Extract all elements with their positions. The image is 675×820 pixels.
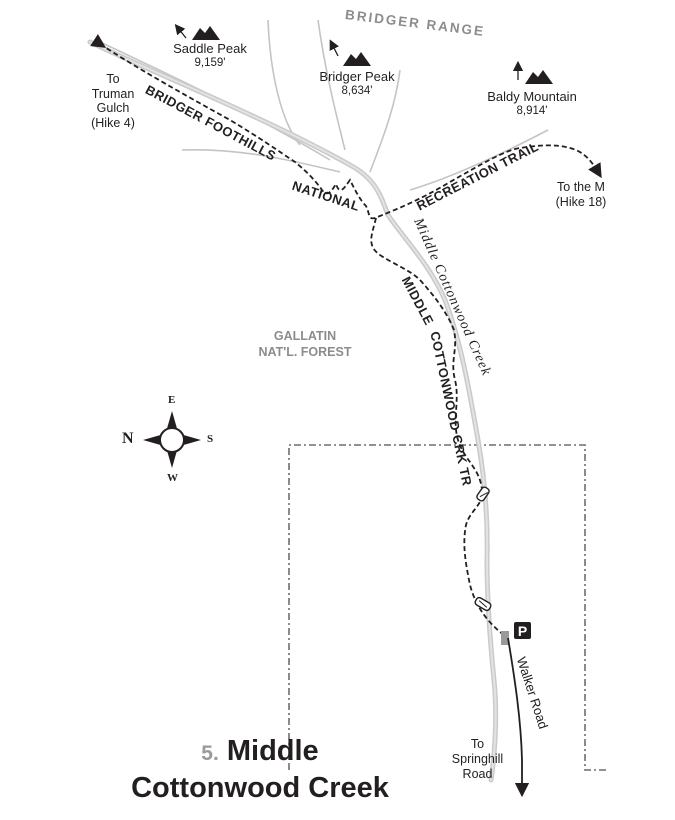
- forest-label-line: NAT'L. FOREST: [258, 345, 352, 359]
- mountain-icon: [525, 70, 553, 84]
- destination-line: (Hike 18): [555, 195, 607, 209]
- springhill-road-destination: To Springhill Road: [440, 737, 515, 782]
- baldy-mountain-label: Baldy Mountain 8,914': [472, 90, 592, 118]
- peak-direction-arrows: [174, 23, 524, 80]
- forest-boundary-line: [288, 444, 608, 771]
- compass-s-label: S: [207, 433, 214, 445]
- title-line-2: Cottonwood Creek: [131, 772, 389, 804]
- destination-line: To: [470, 737, 485, 751]
- map-title: 5. Middle Cottonwood Creek: [90, 734, 430, 805]
- title-text: Middle: [226, 735, 319, 767]
- destination-line: To the M: [557, 180, 605, 194]
- destination-line: Springhill: [451, 752, 504, 766]
- gallatin-forest-label: GALLATIN NAT'L. FOREST: [245, 328, 365, 360]
- compass-e-label: E: [168, 394, 176, 406]
- peak-elevation: 8,914': [516, 105, 548, 117]
- footbridge-icon: [474, 596, 492, 612]
- hike-number: 5.: [201, 742, 219, 765]
- forest-label-line: GALLATIN: [273, 329, 337, 343]
- walker-road: [507, 637, 530, 798]
- destination-line: (Hike 4): [91, 115, 135, 130]
- middle-cottonwood-creek-trail: [370, 217, 506, 637]
- title-line-1: 5. Middle: [90, 734, 430, 771]
- peak-elevation: 9,159': [194, 57, 226, 69]
- mountain-icon: [192, 26, 220, 40]
- mountain-icon: [343, 52, 371, 66]
- destination-line: Road: [462, 767, 493, 781]
- bridger-peak-label: Bridger Peak 8,634': [302, 70, 412, 98]
- peak-elevation: 8,634': [341, 85, 373, 97]
- destination-line: To: [106, 72, 120, 86]
- trailhead-marker: [501, 631, 509, 645]
- parking-symbol: P: [518, 623, 527, 639]
- destination-line: Gulch: [96, 101, 130, 115]
- compass-rose-icon: [143, 411, 201, 468]
- parking-icon: [514, 622, 531, 639]
- peak-name: Baldy Mountain: [487, 89, 577, 104]
- compass-n-label: N: [122, 430, 134, 447]
- middle-cottonwood-creek-stream: [87, 39, 499, 783]
- truman-gulch-destination: To Truman Gulch (Hike 4): [78, 72, 148, 130]
- compass-w-label: W: [167, 472, 178, 484]
- destination-line: Truman: [91, 86, 135, 101]
- footbridge-icon: [476, 486, 490, 502]
- peak-name: Saddle Peak: [173, 41, 247, 56]
- peak-name: Bridger Peak: [319, 69, 395, 84]
- saddle-peak-label: Saddle Peak 9,159': [160, 42, 260, 70]
- the-m-destination: To the M (Hike 18): [545, 180, 617, 210]
